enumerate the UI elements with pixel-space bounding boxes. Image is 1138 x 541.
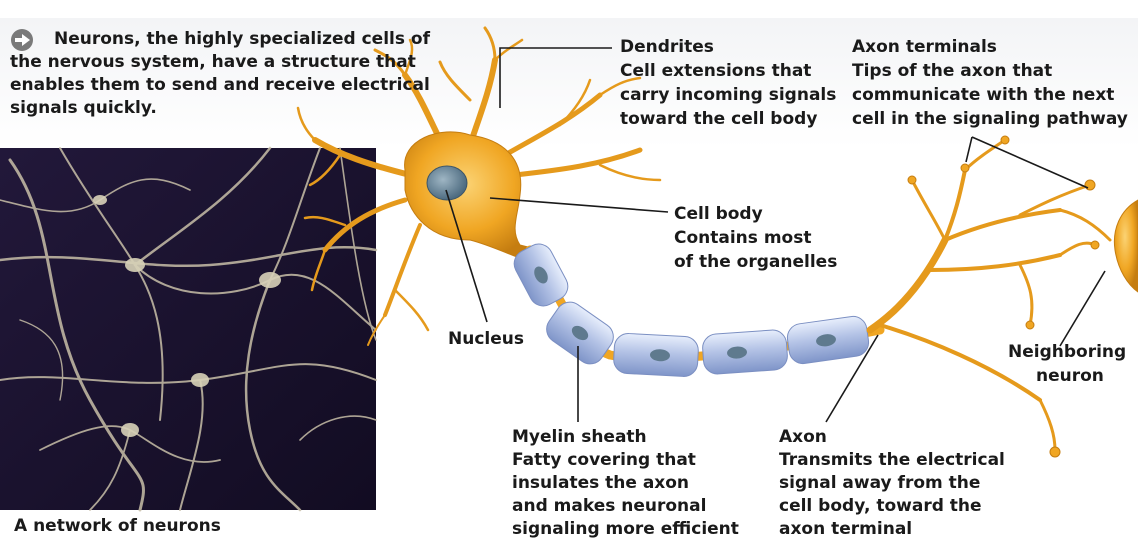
- dendrites-line: Cell extensions that: [620, 61, 812, 81]
- cell-body-shape: [404, 131, 541, 263]
- cell-body-line: Contains most: [674, 228, 812, 248]
- cell-body-title: Cell body: [674, 204, 763, 224]
- myelin-sheath-line: insulates the axon: [512, 473, 690, 493]
- axon-line: axon terminal: [779, 519, 913, 539]
- axon-terminals-line: communicate with the next: [852, 85, 1115, 105]
- dendrites-line: toward the cell body: [620, 109, 818, 129]
- network-caption: A network of neurons: [14, 516, 221, 536]
- myelin-sheath-line: and makes neuronal: [512, 496, 707, 516]
- axon-line: signal away from the: [779, 473, 981, 493]
- dendrites-line: carry incoming signals: [620, 85, 837, 105]
- axon-line: cell body, toward the: [779, 496, 982, 516]
- axon-terminals: [866, 138, 1112, 452]
- axon-line: Transmits the electrical: [779, 450, 1005, 470]
- dendrites-title: Dendrites: [620, 37, 714, 57]
- cell-body-line: of the organelles: [674, 252, 838, 272]
- leader-lines: [445, 47, 1106, 423]
- myelin-sheath-title: Myelin sheath: [512, 427, 647, 447]
- nucleus-shape: [426, 165, 468, 201]
- neighboring-neuron-line: Neighboring: [1008, 342, 1127, 362]
- myelin-sheath-line: Fatty covering that: [512, 450, 696, 470]
- axon-terminals-line: cell in the signaling pathway: [852, 109, 1128, 129]
- nucleus-label: Nucleus: [448, 329, 524, 349]
- myelin-sheath-line: signaling more efficient: [512, 519, 739, 539]
- arrow-right-icon: [11, 29, 33, 51]
- network-image: [0, 146, 378, 512]
- axon-title: Axon: [779, 427, 827, 447]
- axon-terminals-title: Axon terminals: [852, 37, 997, 57]
- neighboring-neuron-shape: [1113, 199, 1138, 293]
- myelin-sheath: [513, 243, 870, 377]
- neighboring-neuron-line: neuron: [1036, 366, 1104, 386]
- intro-text: Neurons, the highly specialized cells of…: [10, 29, 430, 118]
- axon-terminals-line: Tips of the axon that: [852, 61, 1053, 81]
